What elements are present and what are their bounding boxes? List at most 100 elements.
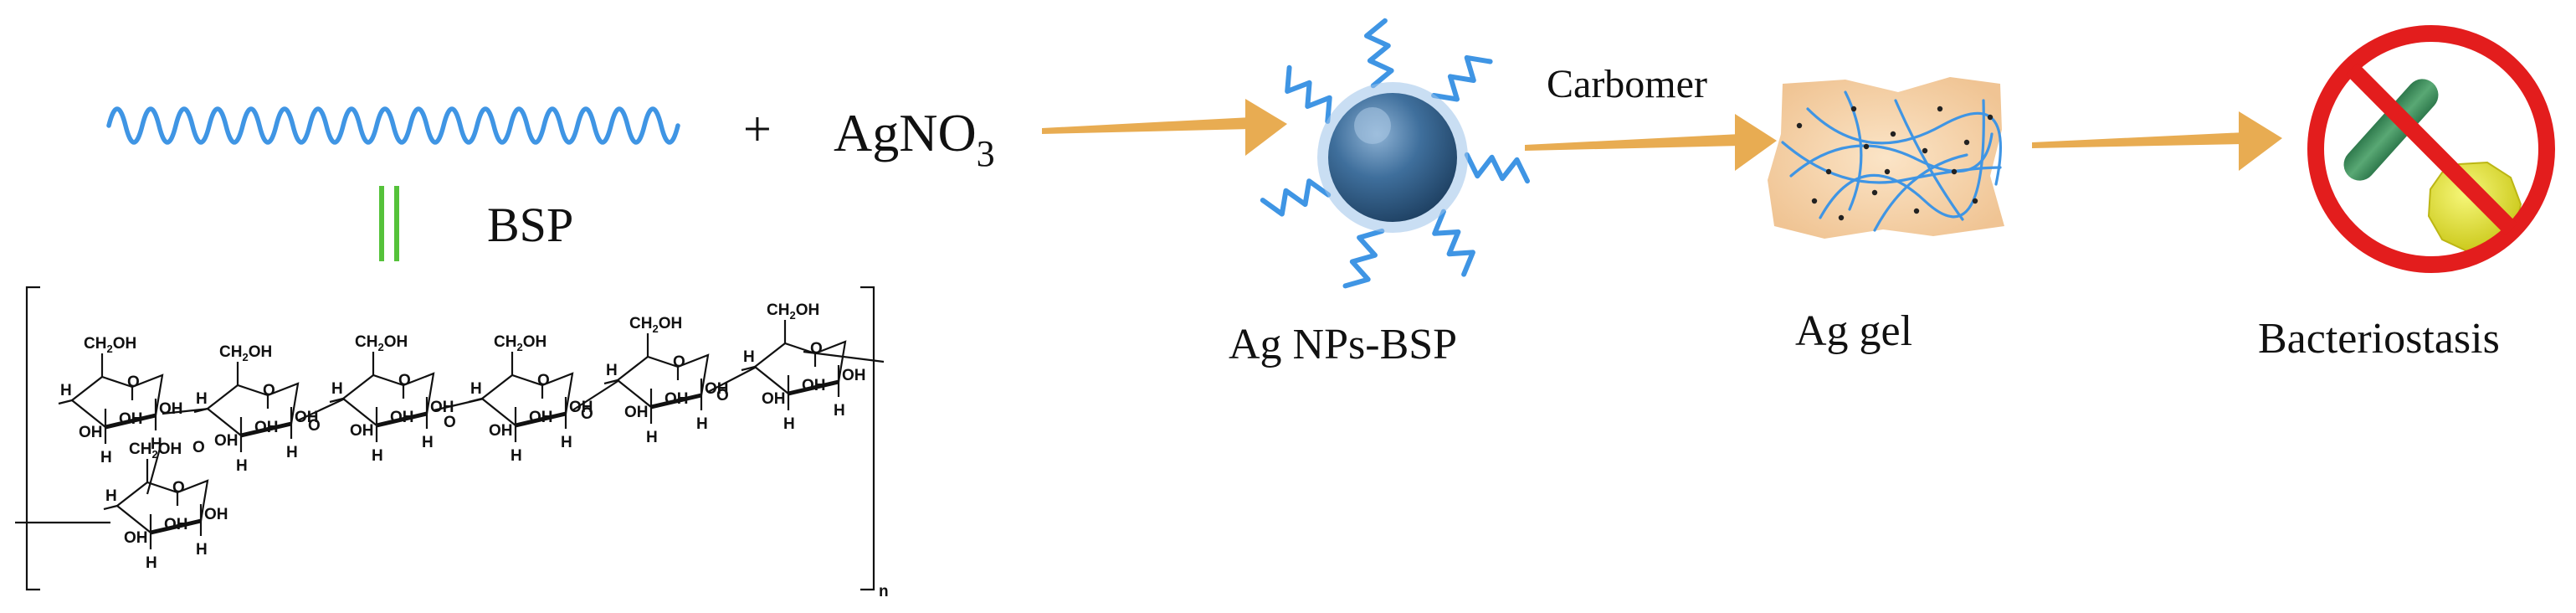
structure-label: H <box>511 447 522 465</box>
arrow-3 <box>2032 111 2282 171</box>
agno3-formula: AgNO3 <box>834 103 995 174</box>
structure-label: OH <box>430 399 454 416</box>
agno3-text: AgNO <box>834 103 977 162</box>
structure-labels: CH2OHOHOHOHHHOHCH2OHOHOHOHHHOHCH2OHOHOHO… <box>60 301 866 572</box>
structure-label: H <box>646 429 658 446</box>
structure-label: OH <box>159 400 183 418</box>
structure-label: OH <box>665 390 689 408</box>
ag-gel-label: Ag gel <box>1795 307 1912 355</box>
structure-label: O <box>263 382 275 399</box>
arrow-1 <box>1042 99 1287 156</box>
equals-icon <box>379 186 399 261</box>
structure-label: H <box>783 415 795 433</box>
structure-label: OH <box>124 529 148 547</box>
structure-label: H <box>105 487 117 505</box>
silver-dot <box>1825 168 1832 175</box>
structure-label: OH <box>489 422 513 440</box>
structure-label: OH <box>529 409 553 426</box>
silver-dot <box>1863 143 1870 150</box>
silver-dot <box>1972 198 1978 204</box>
structure-label: O <box>716 387 729 404</box>
prohibition-slash <box>2345 62 2518 236</box>
silver-dot <box>1838 214 1845 221</box>
bsp-wave-chain <box>106 106 680 145</box>
ch2oh-label: CH2OH <box>767 301 819 322</box>
structure-label: O <box>673 353 685 371</box>
ligand-strand <box>1364 18 1394 89</box>
ag-nps-bsp-label: Ag NPs-BSP <box>1229 321 1457 368</box>
no-bacteria-icon <box>2307 25 2555 273</box>
sugar-ring <box>115 479 209 534</box>
ch2oh-label: CH2OH <box>84 335 136 355</box>
structure-label: O <box>581 405 593 423</box>
structure-label: O <box>810 340 823 358</box>
structure-label: OH <box>79 424 103 441</box>
bsp-label: BSP <box>487 198 573 252</box>
structure-label: H <box>60 382 72 399</box>
ligand-strand <box>1342 228 1385 289</box>
silver-dot <box>1951 168 1958 175</box>
repeat-subscript: n <box>879 583 889 600</box>
silver-dot <box>1811 198 1818 204</box>
structure-label: OH <box>762 390 786 408</box>
structure-label: H <box>470 380 482 398</box>
structure-label: OH <box>705 380 729 398</box>
structure-label: H <box>151 435 162 453</box>
ch2oh-label: CH2OH <box>494 333 547 353</box>
structure-label: H <box>100 449 112 466</box>
structure-label: H <box>196 541 208 559</box>
structure-label: OH <box>295 409 319 426</box>
ch2oh-label: CH2OH <box>129 440 182 461</box>
bacteriostasis-label: Bacteriostasis <box>2258 315 2500 363</box>
sugar-ring <box>480 372 574 427</box>
ligand-strand <box>1464 152 1530 184</box>
silver-dot <box>1796 122 1803 129</box>
silver-dot <box>1913 208 1920 214</box>
plus-sign: + <box>743 101 772 157</box>
structure-label: OH <box>350 422 374 440</box>
sugar-ring <box>206 382 300 437</box>
structure-label: OH <box>214 432 239 450</box>
structure-label: O <box>398 372 411 389</box>
prohibition-circle <box>2307 25 2555 273</box>
silver-dot <box>1922 147 1928 154</box>
ch2oh-label: CH2OH <box>629 315 682 335</box>
gel-fiber <box>1781 141 2002 184</box>
structure-label: O <box>308 417 321 435</box>
structure-label: H <box>196 390 208 408</box>
silver-dot <box>1871 189 1878 196</box>
gel-icon <box>1768 77 2004 239</box>
silver-dot <box>1987 114 1994 121</box>
structure-label: H <box>286 444 298 461</box>
structure-label: OH <box>390 409 414 426</box>
ligand-strand <box>1260 178 1332 217</box>
structure-label: OH <box>624 404 649 421</box>
carbomer-label: Carbomer <box>1547 62 1707 106</box>
gel-fiber <box>1819 99 1985 219</box>
structure-label: OH <box>254 419 279 436</box>
silver-dot <box>1884 168 1891 175</box>
structure-label: O <box>127 373 140 391</box>
left-bracket <box>25 286 40 591</box>
silver-dot <box>1937 106 1943 112</box>
structure-label: H <box>743 348 755 366</box>
gel-fiber <box>1873 153 1968 232</box>
gel-patch <box>1768 77 2004 239</box>
structure-label: OH <box>569 399 593 416</box>
structure-label: OH <box>164 516 188 533</box>
structure-label: H <box>146 554 157 572</box>
nanoparticle-core <box>1328 93 1457 222</box>
structure-label: H <box>561 434 572 451</box>
bsp-structure <box>15 286 885 591</box>
sugar-ring <box>341 372 435 427</box>
structure-label: OH <box>119 410 143 428</box>
agno3-subscript: 3 <box>977 133 995 174</box>
bacillus-icon <box>2343 79 2439 181</box>
nanoparticle-icon <box>1260 18 1530 289</box>
gel-fiber <box>1894 99 1964 221</box>
structure-label: O <box>172 479 185 497</box>
sugar-ring <box>70 373 164 429</box>
structure-label: O <box>444 414 456 431</box>
ch2oh-label: CH2OH <box>219 343 272 363</box>
